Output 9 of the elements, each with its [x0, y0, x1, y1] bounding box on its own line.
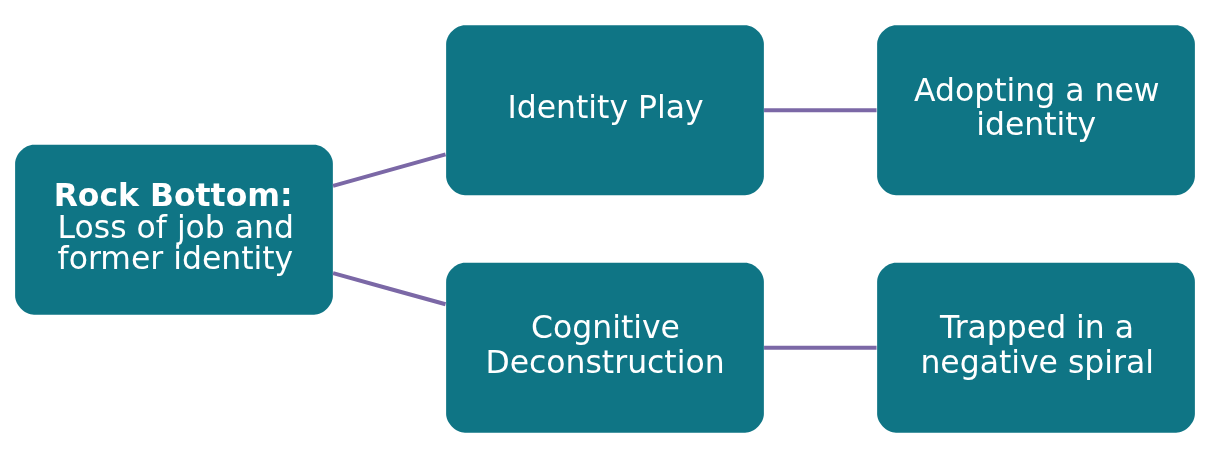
connector [764, 107, 877, 112]
connector [332, 151, 447, 188]
node-box: Rock Bottom: Loss of job and former identity [15, 144, 333, 315]
node-box: Trapped in a negative spiral [877, 262, 1195, 433]
node-box: Identity Play [446, 24, 764, 195]
connector [764, 345, 877, 350]
node-box: Cognitive Deconstruction [446, 262, 764, 433]
node-box: Adopting a new identity [877, 24, 1195, 195]
connector [332, 270, 447, 306]
